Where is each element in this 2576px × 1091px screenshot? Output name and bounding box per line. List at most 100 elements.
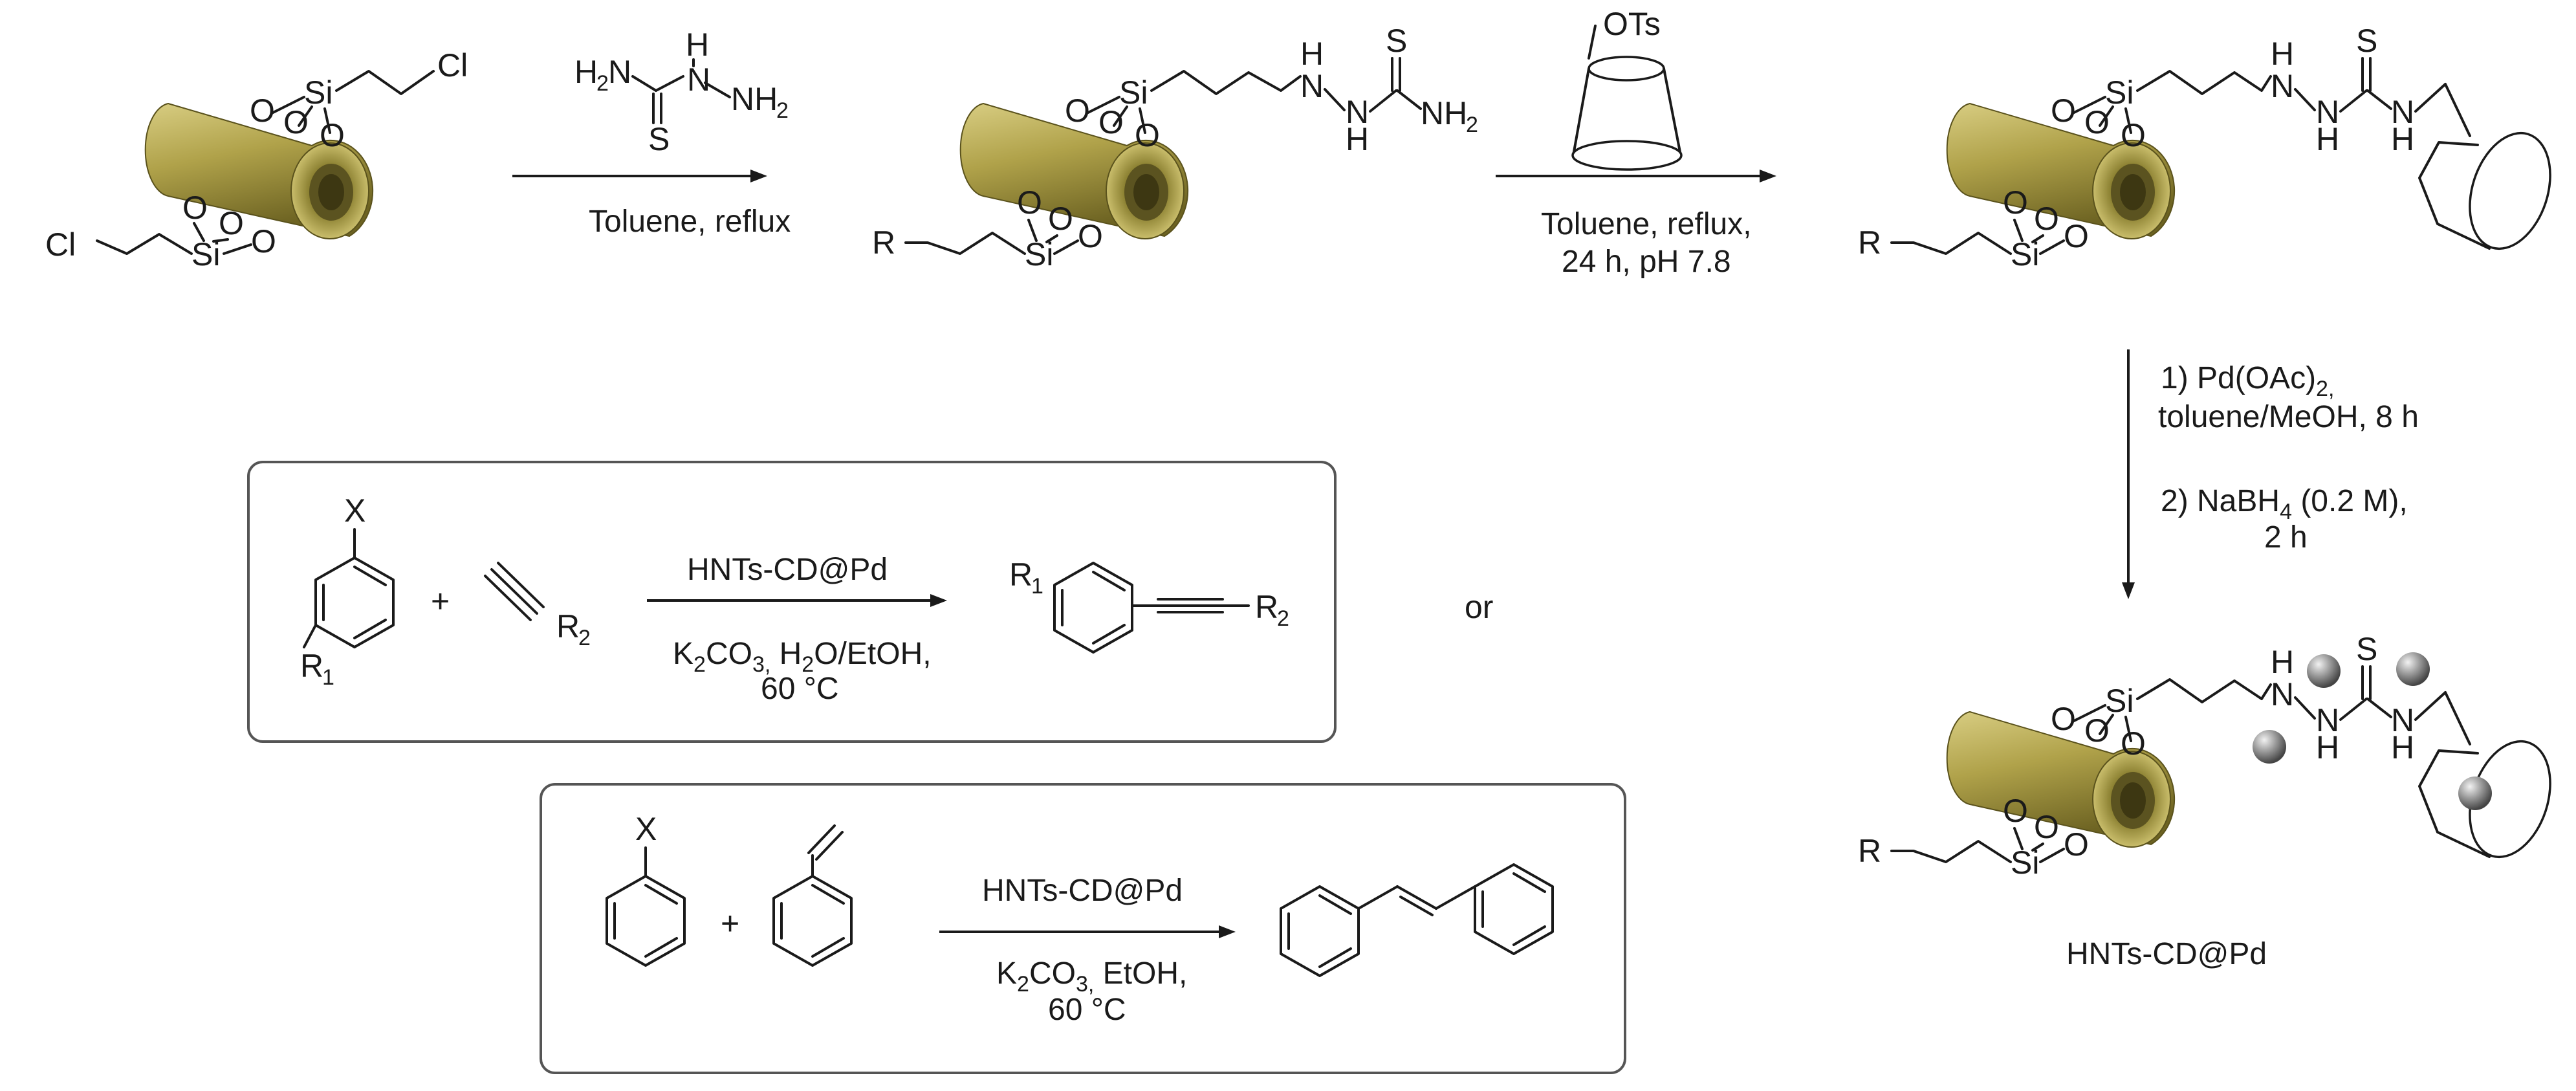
pd-nanoparticles <box>2253 652 2492 810</box>
o-atom: O <box>182 190 208 226</box>
heck-temp: 60 °C <box>1048 993 1126 1027</box>
svg-text:N: N <box>1346 94 1369 130</box>
svg-text:R: R <box>1858 225 1881 261</box>
heck-conditions: K2CO3, EtOH, <box>996 956 1187 997</box>
plus-sign: + <box>721 905 739 942</box>
heck-box <box>540 783 1626 1074</box>
svg-text:R: R <box>1255 589 1278 625</box>
svg-text:2: 2 <box>776 98 789 123</box>
svg-text:N: N <box>2316 94 2339 130</box>
svg-text:O: O <box>2051 93 2076 129</box>
diarylalkyne-product: R 1 R 2 <box>1009 557 1289 654</box>
step2-conditions-line2: 24 h, pH 7.8 <box>1562 245 1731 279</box>
svg-text:H: H <box>2391 729 2414 766</box>
reaction-arrow-1 <box>512 170 767 182</box>
reaction-arrow-3 <box>2122 349 2135 599</box>
svg-text:N: N <box>2391 702 2414 738</box>
svg-text:O: O <box>1048 201 1073 237</box>
svg-text:O: O <box>2121 117 2146 153</box>
pd-sphere <box>2307 654 2341 688</box>
svg-text:R: R <box>872 225 895 261</box>
svg-text:N: N <box>2271 676 2294 712</box>
svg-text:O: O <box>2084 712 2110 749</box>
s-atom: S <box>648 121 670 157</box>
step3-line3: 2) NaBH4 (0.2 M), <box>2161 484 2408 524</box>
upper-silane-2: O O O Si H N N H S NH 2 <box>1065 23 1478 157</box>
alkyne-1: R 2 <box>484 562 591 650</box>
svg-text:R: R <box>1858 833 1881 869</box>
h-atom: H <box>686 27 709 63</box>
svg-text:H: H <box>2316 121 2339 157</box>
pd-sphere <box>2253 730 2286 764</box>
svg-text:OTs: OTs <box>1603 6 1661 42</box>
svg-text:2: 2 <box>578 626 591 650</box>
step3-line4: 2 h <box>2264 520 2308 555</box>
tosyl-cyclodextrin-reagent: OTs <box>1571 6 1683 171</box>
plus-sign: + <box>431 583 450 619</box>
upper-silane-4: O O O Si H N N H S N H <box>2051 631 2551 859</box>
svg-text:O: O <box>1098 104 1124 140</box>
or-label: or <box>1465 589 1493 625</box>
svg-text:O: O <box>2003 184 2028 221</box>
svg-text:H: H <box>574 54 598 90</box>
pd-sphere <box>2458 777 2492 810</box>
reaction-arrow-heck <box>939 925 1236 938</box>
step2-conditions-line1: Toluene, reflux, <box>1541 207 1752 241</box>
o-atom: O <box>250 93 275 129</box>
svg-text:H: H <box>1300 36 1324 72</box>
pd-sphere <box>2396 652 2430 686</box>
lower-silane-1: O O O Si Cl <box>45 190 276 272</box>
svg-text:S: S <box>1386 23 1407 59</box>
svg-text:X: X <box>344 492 366 529</box>
svg-text:2: 2 <box>1277 606 1289 631</box>
stilbene-product <box>1280 863 1554 977</box>
svg-text:H: H <box>2391 121 2414 157</box>
cl-atom: Cl <box>437 47 468 83</box>
svg-text:O: O <box>2064 218 2089 254</box>
sonogashira-temp: 60 °C <box>761 672 839 706</box>
lower-silane-2: O O O Si R <box>872 184 1103 272</box>
o-atom: O <box>320 117 345 153</box>
thiosemicarbazide-reagent: H 2 N H N NH 2 S <box>574 27 789 157</box>
svg-text:2: 2 <box>596 71 609 96</box>
svg-text:R: R <box>556 608 580 645</box>
svg-text:X: X <box>635 811 657 847</box>
svg-text:Si: Si <box>2105 74 2134 111</box>
svg-text:R: R <box>300 648 323 684</box>
upper-silane-3: O O O Si H N N H S N H <box>2051 23 2551 250</box>
aryl-halide-2: X <box>606 811 686 967</box>
svg-text:Si: Si <box>1119 74 1148 111</box>
styrene <box>772 824 853 967</box>
svg-text:NH: NH <box>731 81 778 117</box>
svg-text:O: O <box>1135 117 1160 153</box>
si-atom: Si <box>304 74 333 111</box>
svg-text:O: O <box>1065 93 1090 129</box>
reaction-arrow-sonogashira <box>647 594 947 607</box>
step3-line2: toluene/MeOH, 8 h <box>2158 400 2419 434</box>
step3-line1: 1) Pd(OAc)2, <box>2161 361 2334 401</box>
svg-text:1: 1 <box>1031 574 1043 599</box>
svg-text:N: N <box>2316 702 2339 738</box>
svg-text:O: O <box>2003 793 2028 829</box>
svg-text:O: O <box>2084 104 2110 140</box>
heck-catalyst: HNTs-CD@Pd <box>982 874 1183 908</box>
lower-silane-3: O O O Si R <box>1858 184 2089 272</box>
catalyst-label: HNTs-CD@Pd <box>2066 937 2267 971</box>
sonogashira-box <box>247 461 1337 743</box>
svg-text:N: N <box>608 54 631 90</box>
cl-atom: Cl <box>45 226 76 263</box>
o-atom: O <box>251 223 276 259</box>
svg-text:2: 2 <box>1466 113 1478 137</box>
upper-silane-1: O O O Si Cl <box>250 47 468 153</box>
svg-text:H: H <box>2271 36 2294 72</box>
svg-text:N: N <box>1300 68 1324 104</box>
svg-text:S: S <box>2356 631 2377 667</box>
svg-text:R: R <box>1009 557 1032 593</box>
svg-text:O: O <box>1078 218 1103 254</box>
svg-text:N: N <box>2271 68 2294 104</box>
svg-text:1: 1 <box>322 665 334 690</box>
lower-silane-4: O O O Si R <box>1858 793 2089 881</box>
svg-text:O: O <box>2051 701 2076 737</box>
svg-text:N: N <box>2391 94 2414 130</box>
step1-conditions: Toluene, reflux <box>589 204 791 239</box>
